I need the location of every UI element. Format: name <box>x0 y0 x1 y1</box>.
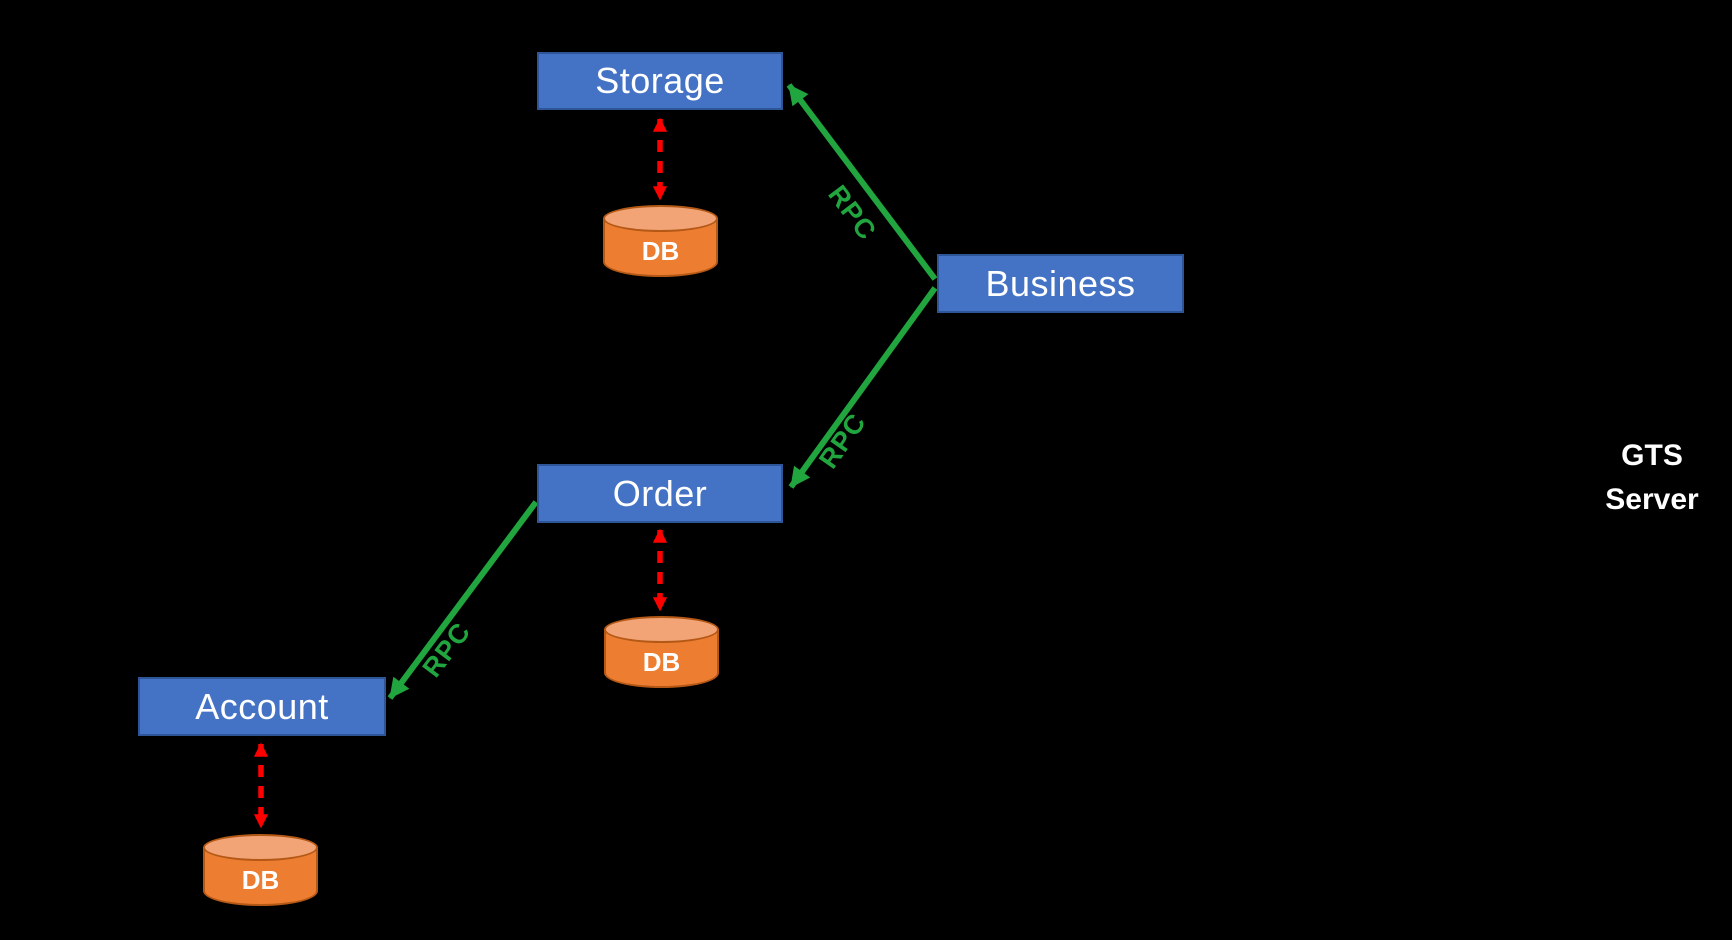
gts-server-caption-line1: GTS <box>1621 439 1683 472</box>
gts-server-caption-line2: Server <box>1605 483 1699 516</box>
node-storage: Storage <box>537 52 783 110</box>
node-account-label: Account <box>195 685 329 727</box>
node-account: Account <box>138 677 386 736</box>
database-cylinder-order: DB <box>604 616 719 688</box>
database-cylinder-account: DB <box>203 834 318 906</box>
rpc-arrow-business-storage <box>786 83 938 281</box>
node-business-label: Business <box>985 262 1136 304</box>
db-label: DB <box>641 236 680 266</box>
node-order: Order <box>537 464 783 523</box>
node-business: Business <box>937 254 1184 313</box>
db-label: DB <box>241 865 280 895</box>
rpc-arrow-business-order <box>788 286 938 489</box>
cylinder-top-ellipse <box>203 834 318 861</box>
node-order-label: Order <box>612 472 708 514</box>
node-storage-label: Storage <box>595 60 725 101</box>
gts-server-caption: GTS Server <box>1605 434 1698 522</box>
cylinder-top-ellipse <box>604 616 719 643</box>
cylinder-top-ellipse <box>603 205 718 232</box>
database-cylinder-storage: DB <box>603 205 718 277</box>
rpc-arrow-order-account <box>387 500 539 700</box>
db-label: DB <box>642 647 681 677</box>
